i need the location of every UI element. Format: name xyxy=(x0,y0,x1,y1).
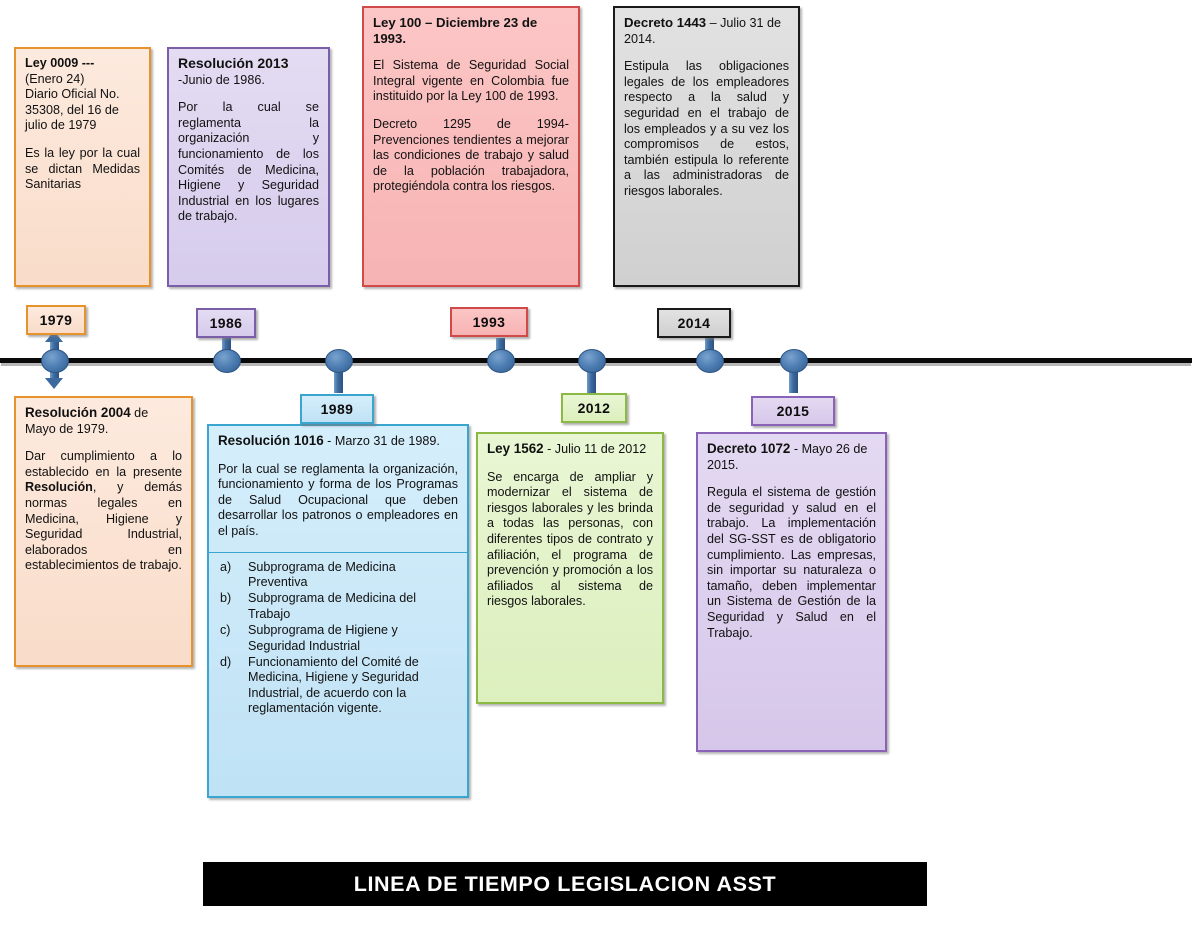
list-item: b) Subprograma de Medicina del Trabajo xyxy=(218,591,458,622)
card-decreto-1443-heading: Decreto 1443 xyxy=(624,15,707,30)
timeline-dot xyxy=(487,349,515,373)
year-chip-2015[interactable]: 2015 xyxy=(751,396,835,426)
timeline-dot xyxy=(780,349,808,373)
card-resolucion-2013-body: Por la cual se reglamenta la organizació… xyxy=(178,100,319,224)
card-ley-1562-heading-rest: - Julio 11 de 2012 xyxy=(543,442,647,456)
card-ley-1562-body: Se encarga de ampliar y modernizar el si… xyxy=(487,469,653,609)
card-decreto-1072-heading-rest: - Mayo 26 de 2015. xyxy=(707,442,868,472)
year-chip-2012[interactable]: 2012 xyxy=(561,393,627,423)
list-item-marker: d) xyxy=(220,655,232,669)
timeline-dot xyxy=(213,349,241,373)
card-ley-1562: Ley 1562 - Julio 11 de 2012 Se encarga d… xyxy=(476,432,664,704)
list-item-text: Funcionamiento del Comité de Medicina, H… xyxy=(248,655,419,716)
card-resolucion-1016-list: a) Subprograma de Medicina Preventiva b)… xyxy=(218,560,458,717)
list-item-marker: c) xyxy=(220,623,231,638)
year-chip-2014[interactable]: 2014 xyxy=(657,308,731,338)
card-decreto-1072-heading: Decreto 1072 xyxy=(707,441,791,456)
year-chip-1986[interactable]: 1986 xyxy=(196,308,256,338)
card-resolucion-2004-body-bold: Resolución xyxy=(25,480,93,495)
card-ley-0009-body: Es la ley por la cual se dictan Medidas … xyxy=(25,145,140,192)
card-ley-0009-heading: Ley 0009 xyxy=(25,56,79,70)
timeline-arrow-up-icon xyxy=(45,331,63,342)
list-item: c) Subprograma de Higiene y Seguridad In… xyxy=(218,623,458,654)
card-ley-100: Ley 100 – Diciembre 23 de 1993. El Siste… xyxy=(362,6,580,287)
card-resolucion-2013-heading: Resolución 2013 xyxy=(178,55,289,71)
card-decreto-1443-heading-rest: – Julio 31 de 2014. xyxy=(624,16,782,46)
card-resolucion-2004-body-a: Dar cumplimiento a lo establecido en la … xyxy=(25,449,182,479)
card-ley-0009-heading-suffix: --- xyxy=(78,56,95,70)
list-item-text: Subprograma de Medicina del Trabajo xyxy=(248,591,417,621)
list-item-marker: a) xyxy=(220,559,232,574)
timeline-stem-down xyxy=(586,360,596,393)
list-item-marker: b) xyxy=(220,591,232,606)
card-decreto-1072-body: Regula el sistema de gestión de segurida… xyxy=(707,485,876,640)
year-chip-1989[interactable]: 1989 xyxy=(300,394,374,424)
card-ley-0009: Ley 0009 --- (Enero 24) Diario Oficial N… xyxy=(14,47,151,287)
timeline-arrow-down-icon xyxy=(45,378,63,389)
card-resolucion-2004-heading: Resolución 2004 xyxy=(25,405,131,420)
card-resolucion-2004-heading-rest: de Mayo de 1979. xyxy=(25,406,149,436)
page-title-banner: LINEA DE TIEMPO LEGISLACION ASST xyxy=(203,862,927,906)
timeline-stem-down xyxy=(333,360,343,393)
card-resolucion-2013: Resolución 2013 -Junio de 1986. Por la c… xyxy=(167,47,330,287)
card-resolucion-2013-subtitle: -Junio de 1986. xyxy=(178,72,265,87)
list-item-text: Subprograma de Medicina Preventiva xyxy=(248,559,396,589)
card-resolucion-1016-heading-rest: - Marzo 31 de 1989. xyxy=(323,434,440,448)
card-ley-100-heading: Ley 100 – Diciembre 23 de 1993. xyxy=(373,15,538,46)
timeline-dot xyxy=(696,349,724,373)
list-item: d) Funcionamiento del Comité de Medicina… xyxy=(218,655,458,717)
card-ley-1562-heading: Ley 1562 xyxy=(487,441,544,456)
card-resolucion-2004-body-b: , y demás normas legales en Medicina, Hi… xyxy=(25,480,182,573)
card-ley-0009-line2: Diario Oficial No. 35308, del 16 de juli… xyxy=(25,87,120,133)
card-resolucion-1016-body: Por la cual se reglamenta la organizació… xyxy=(218,461,458,538)
card-ley-0009-line1: (Enero 24) xyxy=(25,71,85,86)
timeline-stem-down xyxy=(788,360,798,393)
list-item-text: Subprograma de Higiene y Seguridad Indus… xyxy=(248,623,398,653)
card-decreto-1443-body: Estipula las obligaciones legales de los… xyxy=(624,59,789,198)
card-ley-100-body2: Decreto 1295 de 1994- Prevenciones tendi… xyxy=(373,116,569,194)
card-resolucion-1016-heading: Resolución 1016 xyxy=(218,433,324,448)
card-ley-100-body1: El Sistema de Seguridad Social Integral … xyxy=(373,58,569,104)
year-chip-1993[interactable]: 1993 xyxy=(450,307,528,337)
card-resolucion-2004: Resolución 2004 de Mayo de 1979. Dar cum… xyxy=(14,396,193,667)
card-divider xyxy=(209,551,467,553)
year-chip-1979[interactable]: 1979 xyxy=(26,305,86,335)
timeline-dot xyxy=(578,349,606,373)
card-decreto-1072: Decreto 1072 - Mayo 26 de 2015. Regula e… xyxy=(696,432,887,752)
list-item: a) Subprograma de Medicina Preventiva xyxy=(218,560,458,591)
card-resolucion-1016: Resolución 1016 - Marzo 31 de 1989. Por … xyxy=(207,424,469,798)
timeline-dot xyxy=(325,349,353,373)
card-decreto-1443: Decreto 1443 – Julio 31 de 2014. Estipul… xyxy=(613,6,800,287)
timeline-dot xyxy=(41,349,69,373)
